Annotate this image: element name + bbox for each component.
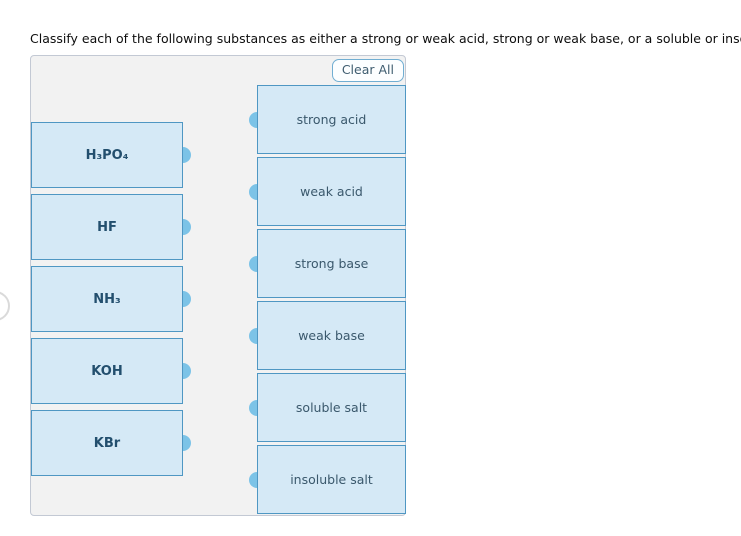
item-label: KBr: [93, 435, 121, 451]
drop-bin-strong-base[interactable]: strong base: [257, 229, 406, 298]
drop-bin-weak-acid[interactable]: weak acid: [257, 157, 406, 226]
bin-row-insoluble-salt: insoluble salt: [249, 445, 406, 514]
item-row-koh: KOH: [31, 338, 191, 404]
classification-panel: Clear All H₃PO₄ HF NH₃ KOH: [30, 55, 406, 516]
clear-all-button[interactable]: Clear All: [331, 59, 404, 82]
bin-label: soluble salt: [295, 400, 368, 415]
draggable-item-nh3[interactable]: NH₃: [31, 266, 183, 332]
draggable-item-hf[interactable]: HF: [31, 194, 183, 260]
item-label: NH₃: [93, 291, 121, 307]
drop-bin-weak-base[interactable]: weak base: [257, 301, 406, 370]
bin-row-soluble-salt: soluble salt: [249, 373, 406, 442]
bin-row-strong-acid: strong acid: [249, 85, 406, 154]
item-row-kbr: KBr: [31, 410, 191, 476]
bin-row-strong-base: strong base: [249, 229, 406, 298]
item-row-h3po4: H₃PO₄: [31, 122, 191, 188]
bin-row-weak-acid: weak acid: [249, 157, 406, 226]
item-label: KOH: [91, 363, 123, 379]
item-row-hf: HF: [31, 194, 191, 260]
bin-label: insoluble salt: [290, 472, 373, 487]
item-label: H₃PO₄: [85, 147, 129, 163]
bin-label: strong acid: [296, 112, 367, 127]
draggable-item-kbr[interactable]: KBr: [31, 410, 183, 476]
drop-bin-soluble-salt[interactable]: soluble salt: [257, 373, 406, 442]
bin-row-weak-base: weak base: [249, 301, 406, 370]
item-label: HF: [97, 219, 117, 235]
draggable-item-h3po4[interactable]: H₃PO₄: [31, 122, 183, 188]
bin-label: weak base: [298, 328, 365, 343]
drop-bin-insoluble-salt[interactable]: insoluble salt: [257, 445, 406, 514]
drop-bin-strong-acid[interactable]: strong acid: [257, 85, 406, 154]
page-title: Classify each of the following substance…: [30, 31, 741, 46]
item-row-nh3: NH₃: [31, 266, 191, 332]
page-edge-circle-artifact: [0, 291, 10, 321]
bin-label: strong base: [294, 256, 369, 271]
bin-label: weak acid: [300, 184, 363, 199]
draggable-item-koh[interactable]: KOH: [31, 338, 183, 404]
